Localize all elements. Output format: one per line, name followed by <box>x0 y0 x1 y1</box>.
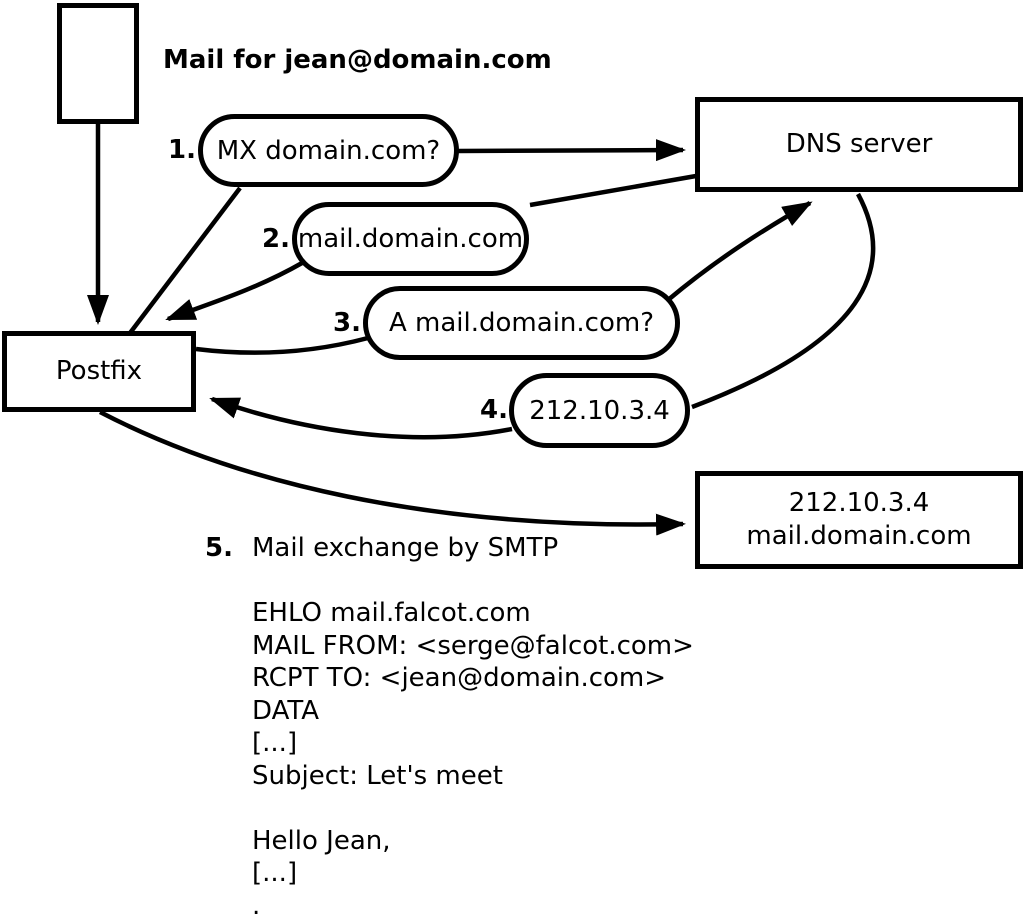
dns-server-node: DNS server <box>695 97 1023 192</box>
step1-number: 1. <box>168 135 196 165</box>
arrow-step4-to-postfix <box>209 396 513 440</box>
mail-server-label: 212.10.3.4 mail.domain.com <box>746 488 972 551</box>
arrow-postfix-to-mailserver <box>98 410 686 536</box>
step2-pill: mail.domain.com <box>292 202 529 276</box>
step5-number: 5. <box>205 533 233 563</box>
step2-label: mail.domain.com <box>297 224 524 254</box>
step4-number: 4. <box>480 395 508 425</box>
line-dns-to-step2 <box>529 173 697 208</box>
step4-pill: 212.10.3.4 <box>509 373 690 448</box>
step4-label: 212.10.3.4 <box>529 395 670 426</box>
step5-label: Mail exchange by SMTP <box>252 533 559 563</box>
postfix-node: Postfix <box>2 331 196 412</box>
step2-number: 2. <box>262 224 290 254</box>
arrow-step3-to-dns <box>666 201 813 302</box>
step1-pill: MX domain.com? <box>198 114 459 187</box>
mail-server-node: 212.10.3.4 mail.domain.com <box>695 471 1023 569</box>
dns-server-label: DNS server <box>785 129 933 159</box>
arrow-step2-to-postfix <box>165 261 304 322</box>
step1-label: MX domain.com? <box>216 135 441 166</box>
step3-pill: A mail.domain.com? <box>363 286 680 360</box>
smtp-session-transcript: EHLO mail.falcot.com MAIL FROM: <serge@f… <box>252 598 694 919</box>
postfix-label: Postfix <box>55 356 143 386</box>
step3-number: 3. <box>333 308 361 338</box>
envelope-box <box>57 3 139 124</box>
line-postfix-to-step1 <box>128 186 242 335</box>
arrow-step1-to-dns <box>457 139 686 162</box>
line-dns-to-step4 <box>691 192 876 410</box>
mail-for-label: Mail for jean@domain.com <box>163 45 552 75</box>
step3-label: A mail.domain.com? <box>389 308 654 338</box>
line-postfix-to-step3 <box>195 335 369 355</box>
